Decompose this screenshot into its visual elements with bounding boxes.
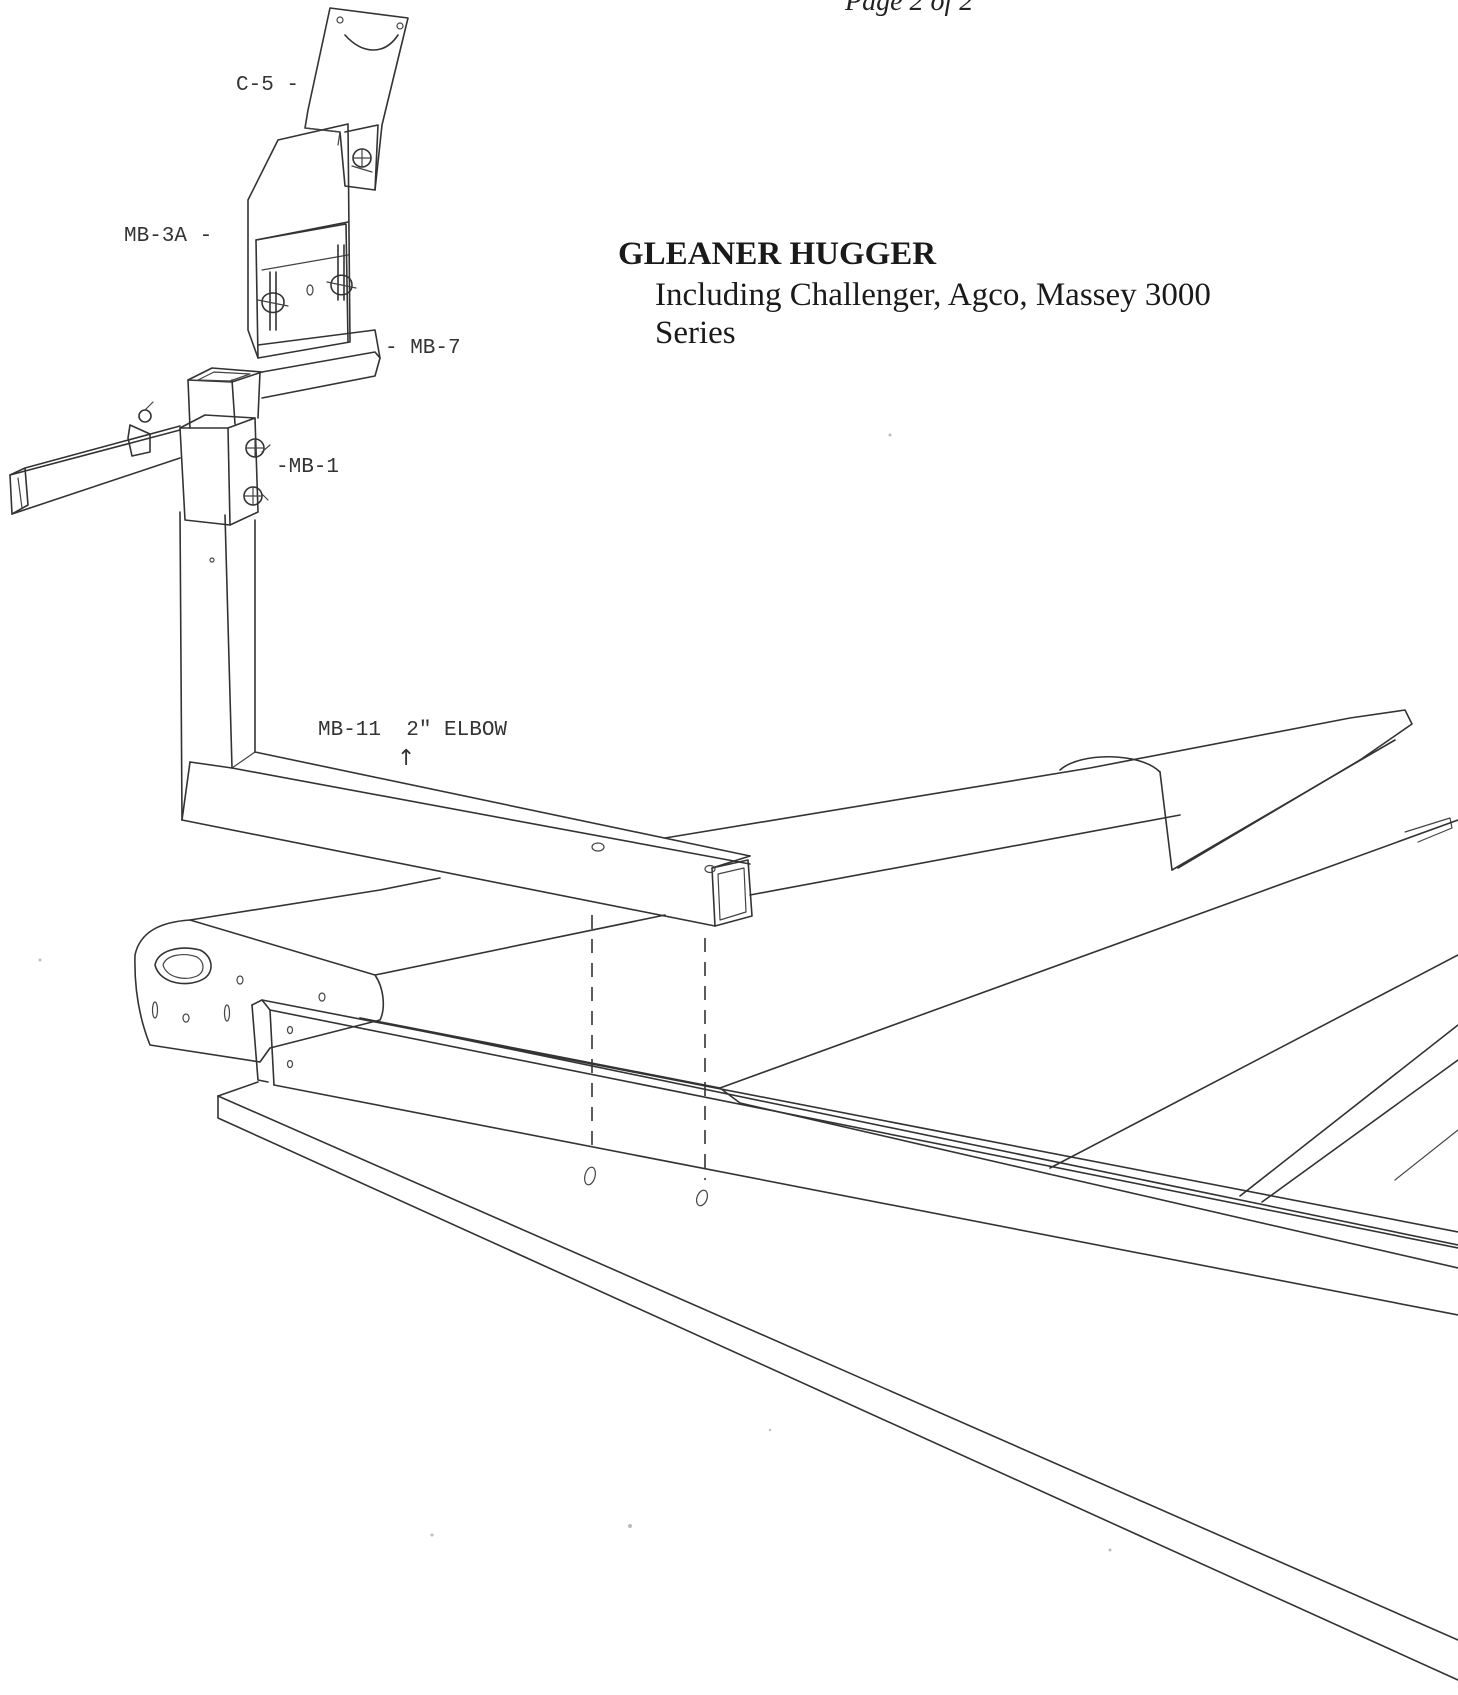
combine-header-frame bbox=[359, 709, 1458, 1269]
part-label-mb3a: MB-3A - bbox=[124, 225, 213, 248]
mb3a-plate bbox=[247, 123, 357, 359]
mb1-sleeve bbox=[179, 367, 271, 526]
mb11-elbow bbox=[179, 511, 753, 927]
scan-specks bbox=[38, 433, 1112, 1552]
page-subtitle: Including Challenger, Agco, Massey 3000 … bbox=[655, 277, 1211, 351]
part-label-c5: C-5 - bbox=[236, 74, 300, 97]
angle-rail bbox=[217, 999, 1458, 1681]
part-label-mb1: -MB-1 bbox=[276, 456, 340, 479]
part-label-mb11: MB-11 2" ELBOW bbox=[318, 719, 508, 742]
mb7-cross-bar bbox=[9, 329, 381, 515]
part-label-mb7: - MB-7 bbox=[385, 337, 461, 360]
side-plate bbox=[134, 877, 666, 1063]
alignment-lines bbox=[584, 915, 709, 1207]
page-title: GLEANER HUGGER bbox=[618, 236, 937, 272]
arrow-up-icon: ↑ bbox=[397, 746, 416, 771]
page-number: Page 2 of 2 bbox=[845, 0, 974, 17]
c5-plate bbox=[304, 7, 409, 191]
